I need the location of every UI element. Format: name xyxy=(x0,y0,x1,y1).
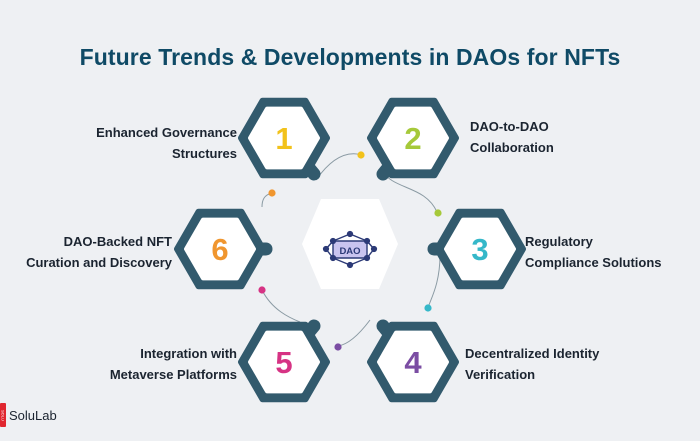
hexagon-inner xyxy=(184,217,256,281)
connector-3-4 xyxy=(427,254,441,309)
trend-number-2: 2 xyxy=(404,121,421,156)
connector-dot-2 xyxy=(434,209,442,217)
connector-4-5 xyxy=(337,319,371,347)
hexagon-inner xyxy=(377,330,449,394)
hexagon-inner xyxy=(377,106,449,170)
trend-number-3: 3 xyxy=(471,232,488,267)
trend-hexagon-3: 3 xyxy=(427,208,526,290)
connector-dot-4 xyxy=(334,343,342,351)
trend-hexagon-4: 4 xyxy=(367,319,459,403)
solulab-logo-mark: SOLU xyxy=(0,403,6,427)
connector-dot-5 xyxy=(258,286,266,294)
solulab-logo: SOLU SoluLab xyxy=(0,401,57,429)
hexagon-inner xyxy=(444,217,516,281)
trend-hexagon-1: 1 xyxy=(238,97,330,181)
trend-hexagon-6: 6 xyxy=(174,208,273,290)
center-label: DAO xyxy=(339,246,360,257)
trend-number-1: 1 xyxy=(275,121,292,156)
connector-dot-6 xyxy=(268,189,276,197)
trend-number-6: 6 xyxy=(211,232,228,267)
trend-number-4: 4 xyxy=(404,345,422,380)
dao-icon xyxy=(322,230,378,269)
hexagon-inner xyxy=(248,330,320,394)
trend-hexagon-5: 5 xyxy=(238,319,330,403)
hexagon-inner xyxy=(248,106,320,170)
trend-hexagon-2: 2 xyxy=(367,97,459,181)
connector-5-6 xyxy=(261,289,301,323)
connector-dot-1 xyxy=(357,151,365,159)
connector-dot-3 xyxy=(424,304,432,312)
logo-text: SoluLab xyxy=(9,407,57,423)
connector-1-2 xyxy=(315,153,363,181)
trend-number-5: 5 xyxy=(275,345,292,380)
page-title: Future Trends & Developments in DAOs for… xyxy=(79,44,621,70)
